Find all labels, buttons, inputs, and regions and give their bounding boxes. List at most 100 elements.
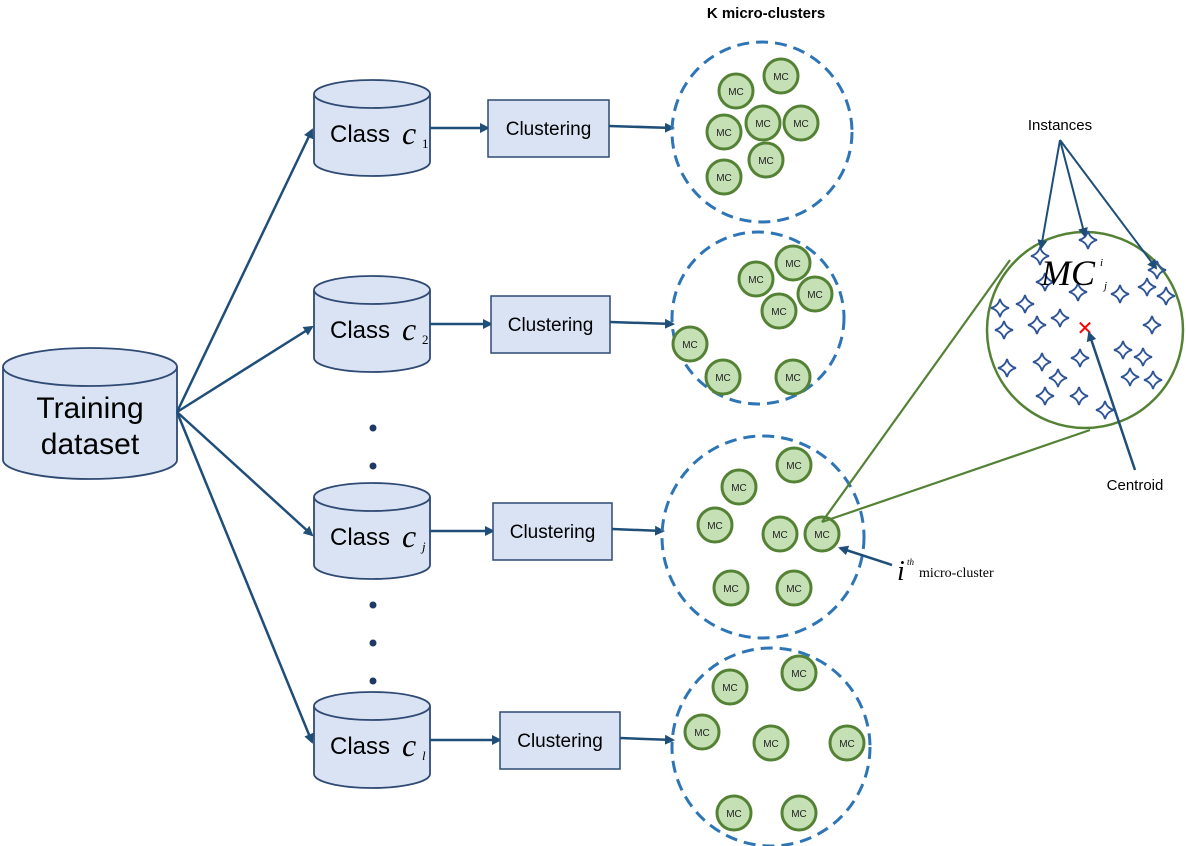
micro-cluster-label: MC — [728, 87, 744, 98]
class-symbol: c — [402, 115, 416, 151]
micro-cluster-label: MC — [772, 530, 788, 541]
zoom-mc-symbol: MC — [1040, 253, 1096, 293]
micro-cluster-label: MC — [839, 739, 855, 750]
micro-cluster-set: MC MC MC MC MC MC MC — [670, 646, 872, 846]
micro-cluster: MC — [747, 141, 785, 179]
clustering-label: Clustering — [506, 119, 592, 140]
micro-cluster-label: MC — [793, 119, 809, 130]
micro-cluster: MC — [761, 515, 799, 553]
micro-cluster-label: MC — [791, 809, 807, 820]
arrow-to-class-j — [176, 411, 314, 537]
micro-cluster-label: MC — [716, 128, 732, 139]
micro-cluster: MC — [715, 794, 753, 832]
micro-cluster: MC — [828, 724, 866, 762]
micro-cluster-set: MC MC MC MC MC MC MC — [670, 230, 846, 406]
training-label-line2: dataset — [41, 428, 140, 461]
arrow-to-class-1 — [175, 128, 314, 413]
arrow-to-micro-clusters — [611, 525, 665, 536]
micro-cluster-label: MC — [771, 307, 787, 318]
class-label: Class — [330, 121, 390, 148]
class-subscript: j — [420, 539, 426, 554]
micro-cluster-label: MC — [694, 728, 710, 739]
arrow-to-class-2 — [176, 325, 314, 414]
micro-cluster-label: MC — [748, 275, 764, 286]
ith-text: micro-cluster — [919, 566, 994, 581]
micro-cluster-label: MC — [814, 530, 830, 541]
class-label: Class — [330, 524, 390, 551]
micro-cluster-label: MC — [785, 259, 801, 270]
class-symbol: c — [402, 518, 416, 554]
micro-cluster: MC — [752, 724, 790, 762]
zoom-link-lines — [821, 259, 1091, 524]
micro-cluster: MC — [712, 569, 750, 607]
micro-cluster-label: MC — [715, 373, 731, 384]
centroid-arrow — [1086, 331, 1137, 471]
clustering-label: Clustering — [517, 731, 603, 752]
micro-cluster: MC — [705, 113, 743, 151]
clustering-label: Clustering — [510, 522, 596, 543]
micro-cluster-label: MC — [807, 290, 823, 301]
micro-cluster-label: MC — [707, 521, 723, 532]
micro-cluster-label: MC — [731, 483, 747, 494]
micro-cluster: MC — [762, 57, 800, 95]
micro-cluster-set: MC MC MC MC MC MC MC — [660, 434, 866, 640]
zoom-mc-superscript: i — [1100, 257, 1103, 269]
micro-cluster: MC — [671, 325, 709, 363]
training-dataset-cylinder: Training dataset — [2, 347, 178, 480]
micro-cluster-label: MC — [722, 683, 738, 694]
centroid-label: Centroid — [1107, 477, 1164, 494]
class-subscript: 1 — [422, 136, 429, 151]
clustering-label: Clustering — [508, 315, 594, 336]
micro-cluster: MC — [717, 72, 755, 110]
micro-cluster: MC — [774, 358, 812, 396]
micro-cluster: MC — [780, 654, 818, 692]
micro-cluster: MC — [696, 506, 734, 544]
micro-cluster: MC — [775, 569, 813, 607]
micro-cluster: MC — [774, 244, 812, 282]
ellipsis-dots-lower — [369, 601, 377, 685]
micro-cluster: MC — [704, 358, 742, 396]
class-subscript: l — [422, 748, 426, 763]
micro-cluster-label: MC — [763, 739, 779, 750]
micro-cluster-set: MC MC MC MC MC MC MC — [670, 40, 854, 224]
clustering-box: Clustering — [487, 99, 610, 158]
ith-letter: i — [897, 556, 905, 587]
clustering-box: Clustering — [492, 502, 613, 561]
micro-cluster: MC — [744, 104, 782, 142]
zoomed-micro-cluster: MC i j ✕ — [985, 230, 1185, 430]
micro-cluster: MC — [796, 275, 834, 313]
class-symbol: c — [402, 727, 416, 763]
arrow-to-class-l — [175, 411, 314, 744]
micro-cluster: MC — [711, 668, 749, 706]
micro-cluster: MC — [803, 515, 841, 553]
micro-cluster: MC — [782, 104, 820, 142]
micro-cluster-label: MC — [791, 669, 807, 680]
micro-cluster-label: MC — [716, 173, 732, 184]
instances-label: Instances — [1028, 117, 1092, 134]
micro-cluster-label: MC — [785, 373, 801, 384]
micro-cluster: MC — [705, 158, 743, 196]
micro-cluster-label: MC — [786, 461, 802, 472]
class-symbol: c — [402, 311, 416, 347]
title-k-micro-clusters: K micro-clusters — [707, 5, 825, 22]
micro-cluster-label: MC — [758, 156, 774, 167]
clustering-box: Clustering — [499, 711, 621, 770]
clustering-box: Clustering — [490, 295, 611, 354]
class-label: Class — [330, 733, 390, 760]
arrow-to-micro-clusters — [609, 318, 675, 329]
micro-cluster-label: MC — [755, 119, 771, 130]
micro-cluster: MC — [737, 260, 775, 298]
micro-cluster-label: MC — [723, 584, 739, 595]
micro-cluster-label: MC — [682, 340, 698, 351]
zoom-mc-subscript: j — [1102, 280, 1107, 292]
ith-superscript: th — [907, 557, 915, 567]
ith-micro-cluster-arrow — [838, 545, 893, 567]
micro-cluster: MC — [760, 292, 798, 330]
class-label: Class — [330, 317, 390, 344]
